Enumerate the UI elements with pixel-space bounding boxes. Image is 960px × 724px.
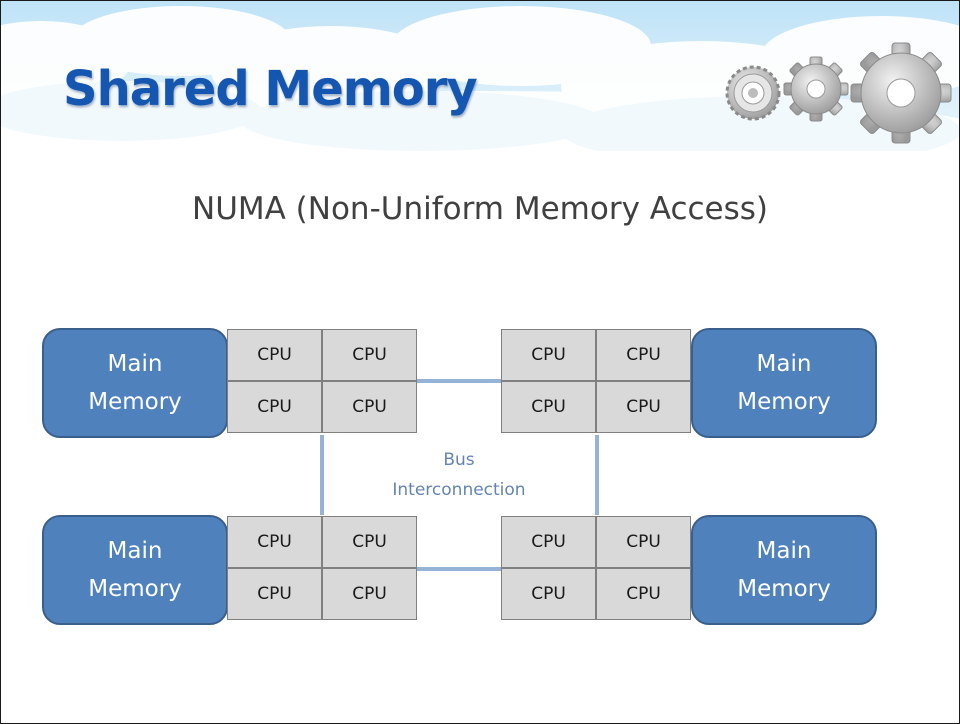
memory-label-line: Main xyxy=(107,351,163,377)
main-memory-box: Main Memory xyxy=(42,328,228,438)
bus-label: Bus Interconnection xyxy=(369,445,549,505)
cpu-cell: CPU xyxy=(501,568,596,620)
cpu-cell: CPU xyxy=(227,568,322,620)
cpu-cell: CPU xyxy=(596,568,691,620)
slide-subtitle: NUMA (Non-Uniform Memory Access) xyxy=(192,191,768,227)
memory-label-line: Main xyxy=(107,538,163,564)
gear-icon xyxy=(725,42,952,144)
memory-label-line: Main xyxy=(756,351,812,377)
cpu-cell: CPU xyxy=(596,329,691,381)
memory-label-line: Memory xyxy=(88,576,182,602)
cpu-cell: CPU xyxy=(227,516,322,568)
cpu-cell: CPU xyxy=(322,568,417,620)
slide-title: Shared Memory xyxy=(63,61,478,117)
memory-label-line: Memory xyxy=(737,389,831,415)
main-memory-box: Main Memory xyxy=(42,515,228,625)
cpu-cell: CPU xyxy=(322,516,417,568)
cpu-cell: CPU xyxy=(227,381,322,433)
cpu-cell: CPU xyxy=(322,329,417,381)
main-memory-box: Main Memory xyxy=(691,328,877,438)
cpu-cell: CPU xyxy=(227,329,322,381)
cpu-cell: CPU xyxy=(596,381,691,433)
cpu-cell: CPU xyxy=(501,516,596,568)
cpu-cell: CPU xyxy=(501,381,596,433)
main-memory-box: Main Memory xyxy=(691,515,877,625)
bus-label-line: Interconnection xyxy=(392,480,526,500)
memory-label-line: Main xyxy=(756,538,812,564)
cpu-cell: CPU xyxy=(596,516,691,568)
cpu-cell: CPU xyxy=(322,381,417,433)
memory-label-line: Memory xyxy=(737,576,831,602)
cpu-cell: CPU xyxy=(501,329,596,381)
bus-label-line: Bus xyxy=(443,450,475,470)
memory-label-line: Memory xyxy=(88,389,182,415)
